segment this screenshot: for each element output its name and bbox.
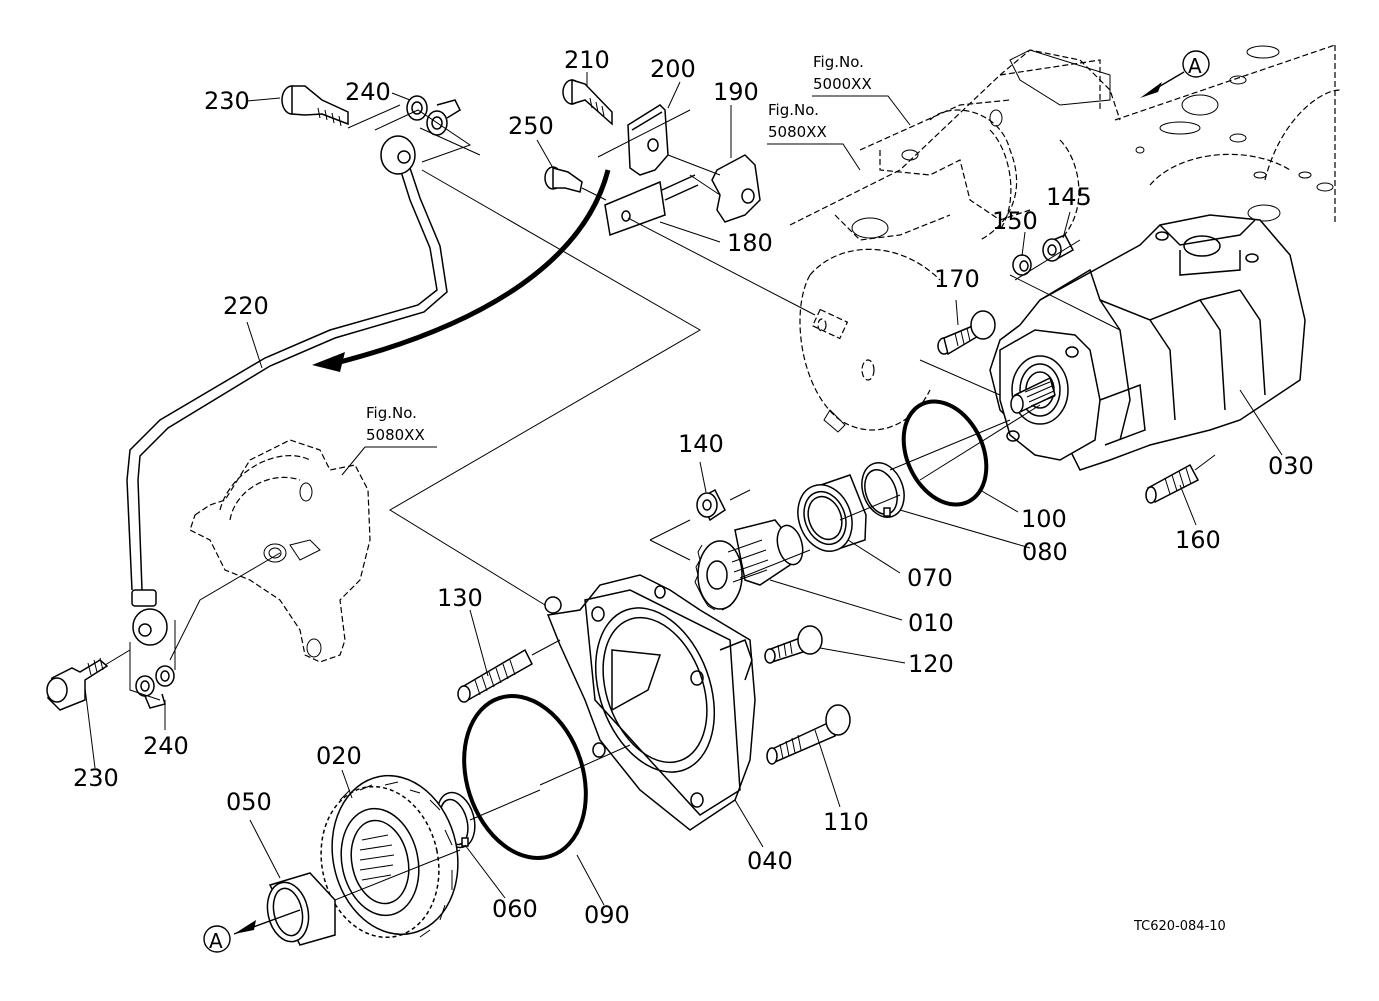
part-110-bolt: [766, 704, 851, 765]
callout-145: 145: [1046, 183, 1092, 211]
callout-060: 060: [492, 895, 538, 923]
figure-reference-number: 5080XX: [768, 123, 827, 141]
part-145-nut: [1042, 234, 1075, 262]
figure-reference-label: Fig.No.: [366, 404, 417, 422]
callout-170: 170: [934, 265, 980, 293]
callout-050: 050: [226, 788, 272, 816]
callout-250: 250: [508, 112, 554, 140]
part-240-gasket-top: [406, 95, 461, 136]
part-010-gear-shaft: [694, 519, 804, 611]
reference-marker-letter: A: [1188, 54, 1202, 78]
part-020-gear: [320, 774, 459, 939]
callout-100: 100: [1021, 505, 1067, 533]
callout-070: 070: [907, 564, 953, 592]
part-070-ball-bearing: [797, 474, 867, 552]
callout-080: 080: [1022, 538, 1068, 566]
part-050-collar: [266, 872, 336, 946]
part-230-eye-bolt-top: [281, 85, 349, 127]
reference-marker-a-top: A: [1140, 50, 1210, 98]
callout-200: 200: [650, 55, 696, 83]
figure-reference-5080xx-bracket: Fig.No. 5080XX: [341, 404, 437, 476]
part-040-pump-housing: [544, 574, 756, 831]
callout-220: 220: [223, 292, 269, 320]
callout-140: 140: [678, 430, 724, 458]
callout-150: 150: [992, 207, 1038, 235]
figure-reference-5080xx-top: Fig.No. 5080XX: [767, 101, 861, 171]
callout-030: 030: [1268, 452, 1314, 480]
drawing-id: TC620-084-10: [1133, 919, 1226, 934]
reference-marker-a-bottom: A: [203, 909, 301, 953]
part-130-stud: [457, 648, 533, 703]
part-190-clamp: [711, 154, 761, 223]
figure-reference-5000xx: Fig.No. 5000XX: [812, 53, 911, 126]
part-240-gasket-bottom: [135, 665, 175, 709]
callout-160: 160: [1175, 526, 1221, 554]
figure-reference-label: Fig.No.: [768, 101, 819, 119]
part-120-bolt: [764, 625, 823, 664]
callout-180: 180: [727, 229, 773, 257]
callout-110: 110: [823, 808, 869, 836]
figure-reference-number: 5080XX: [366, 426, 425, 444]
part-210-bolt: [562, 78, 613, 126]
engine-block-outline: [789, 44, 1341, 433]
assembly-direction-arrow: [312, 169, 611, 372]
part-150-spring-washer: [1012, 254, 1032, 276]
part-170-bolt: [937, 310, 996, 356]
reference-marker-letter: A: [209, 929, 223, 953]
callout-labels: 230 240 210 200 190 250 180 220 170 150 …: [73, 46, 1314, 929]
part-030-hydraulic-pump: [989, 214, 1306, 471]
callout-120: 120: [908, 650, 954, 678]
callout-020: 020: [316, 742, 362, 770]
part-160-stud: [1145, 463, 1200, 504]
figure-reference-label: Fig.No.: [813, 53, 864, 71]
part-230-eye-bolt-bottom: [46, 657, 109, 711]
part-200-clamp: [627, 104, 669, 176]
callout-190: 190: [713, 78, 759, 106]
figure-reference-number: 5000XX: [813, 75, 872, 93]
part-090-o-ring: [462, 694, 588, 860]
part-100-o-ring: [901, 399, 989, 507]
callout-010: 010: [908, 609, 954, 637]
leader-lines: [84, 72, 1283, 906]
callout-230-bottom: 230: [73, 764, 119, 792]
bracket-5080xx-outline: [189, 439, 371, 663]
callout-130: 130: [437, 584, 483, 612]
callout-210: 210: [564, 46, 610, 74]
callout-240-top: 240: [345, 78, 391, 106]
callout-230-top: 230: [204, 87, 250, 115]
part-250-bolt: [544, 166, 583, 193]
callout-040: 040: [747, 847, 793, 875]
part-180-clamp-plate: [604, 174, 699, 237]
callout-090: 090: [584, 901, 630, 929]
callout-240-bottom: 240: [143, 732, 189, 760]
part-220-pipe: [126, 135, 448, 646]
part-080-snap-ring: [861, 462, 905, 518]
part-140-nut: [696, 488, 726, 522]
